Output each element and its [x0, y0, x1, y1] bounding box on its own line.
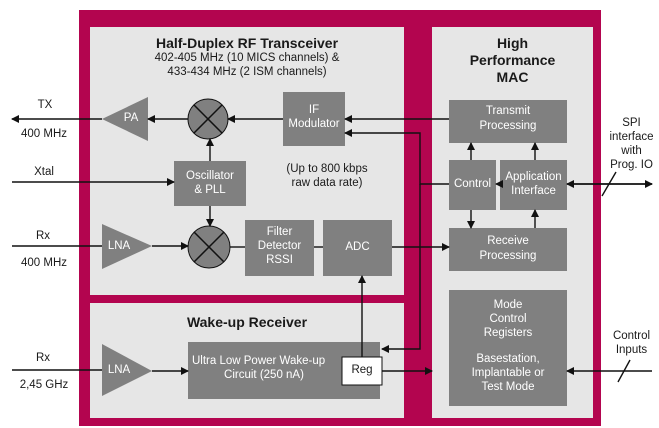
rx-400-freq-label: 400 MHz — [20, 257, 68, 269]
xtal-label: Xtal — [34, 166, 54, 178]
transmit-processing-block — [449, 100, 567, 143]
lna-label: LNA — [107, 240, 131, 252]
app-interface-label-2: Interface — [511, 185, 556, 197]
rx-400-label: Rx — [35, 230, 51, 242]
mac-title-3: MAC — [496, 69, 529, 85]
application-interface-block — [500, 160, 567, 210]
reg-label: Reg — [351, 364, 373, 376]
wakeup-lna-amplifier — [102, 344, 152, 396]
mac-title-2: Performance — [469, 52, 556, 68]
wakeup-title: Wake-up Receiver — [186, 314, 308, 330]
rx-245-freq-label: 2,45 GHz — [19, 379, 69, 391]
data-rate-line1: (Up to 800 kbps — [286, 163, 368, 175]
control-label: Control — [453, 178, 492, 190]
mode-label-6: Test Mode — [481, 381, 535, 393]
filter-label-3: RSSI — [266, 254, 293, 266]
if-modulator-block — [283, 92, 345, 146]
pa-amplifier — [102, 97, 148, 141]
reg-block — [341, 356, 383, 386]
adc-block — [323, 220, 392, 276]
spi-label-1: SPI — [622, 117, 641, 129]
mode-label-3: Registers — [483, 327, 533, 339]
oscillator-pll-block — [174, 161, 246, 206]
transmit-label-2: Processing — [479, 120, 537, 132]
transceiver-bands-line2: 433-434 MHz (2 ISM channels) — [167, 66, 327, 78]
signal-lines — [11, 115, 653, 383]
if-modulator-label-2: Modulator — [288, 118, 340, 130]
control-block — [449, 160, 496, 210]
spi-label-3: with — [621, 145, 642, 157]
wakeup-lna-label: LNA — [107, 364, 131, 376]
spi-label-4: Prog. IO — [610, 159, 653, 171]
if-modulator-label-1: IF — [308, 104, 320, 116]
wakeup-circuit-label-2: Circuit (250 nA) — [224, 369, 304, 381]
spi-label-2: interface — [609, 131, 654, 143]
mac-title-1: High — [496, 35, 529, 51]
receive-label-1: Receive — [487, 235, 529, 247]
tx-label: TX — [37, 99, 53, 111]
mode-label-5: Implantable or — [471, 367, 545, 379]
transmit-label-1: Transmit — [485, 105, 531, 117]
oscillator-label-1: Oscillator — [186, 170, 234, 182]
mode-label-2: Control — [489, 313, 527, 325]
pa-label: PA — [123, 112, 139, 124]
rx-245-label: Rx — [35, 352, 51, 364]
lna-amplifier — [102, 224, 152, 269]
transceiver-bands-line1: 402-405 MHz (10 MICS channels) & — [154, 52, 340, 64]
transceiver-title: Half-Duplex RF Transceiver — [155, 35, 339, 51]
mode-label-1: Mode — [493, 299, 523, 311]
adc-label: ADC — [345, 241, 370, 253]
control-inputs-label-2: Inputs — [615, 344, 648, 356]
filter-detector-rssi-block — [245, 220, 314, 276]
wakeup-circuit-label-1: Ultra Low Power Wake-up — [192, 355, 326, 367]
tx-freq-label: 400 MHz — [20, 128, 68, 140]
receive-label-2: Processing — [479, 250, 537, 262]
filter-label-2: Detector — [257, 240, 302, 252]
control-inputs-label-1: Control — [612, 330, 651, 342]
mode-control-registers-block — [449, 290, 567, 406]
receive-processing-block — [449, 228, 567, 271]
filter-label-1: Filter — [266, 226, 293, 238]
oscillator-label-2: & PLL — [194, 184, 226, 196]
mode-label-4: Basestation, — [476, 353, 540, 365]
app-interface-label-1: Application — [505, 171, 562, 183]
data-rate-line2: raw data rate) — [291, 177, 363, 189]
